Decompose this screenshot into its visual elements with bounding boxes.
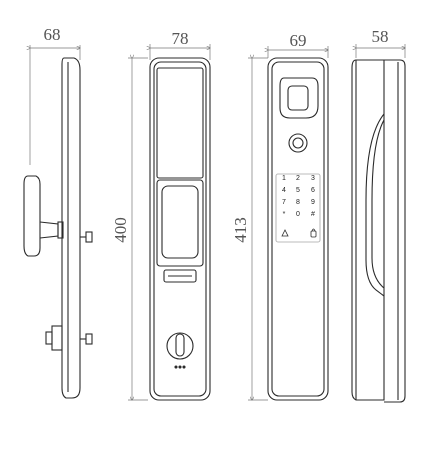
keypad-area [275, 173, 321, 243]
keypad-key: # [311, 211, 315, 218]
keypad-key: 4 [282, 187, 286, 194]
front-top-window [156, 67, 204, 179]
profile-view [351, 44, 406, 403]
profile-handle-curve [365, 113, 385, 297]
lock-shackle-icon [311, 228, 316, 232]
back-height-dimension [248, 58, 268, 400]
lock-icon [310, 230, 317, 238]
keypad-key: 9 [311, 199, 315, 206]
front-height-label: 400 [111, 217, 130, 243]
front-view [128, 44, 210, 400]
back-view [248, 46, 328, 400]
keypad-key: 1 [282, 175, 286, 182]
front-panel-outer [149, 57, 211, 401]
side-spindle-top [85, 231, 93, 243]
front-handle-recess [156, 179, 204, 267]
keypad-key: 5 [296, 187, 300, 194]
side-handle-stem [39, 221, 59, 239]
front-handle [161, 185, 199, 259]
back-width-label: 69 [290, 31, 307, 50]
side-cylinder [51, 325, 63, 351]
side-view [23, 45, 93, 399]
front-led-dot [174, 365, 178, 369]
profile-back-body [384, 59, 406, 403]
front-release-button [163, 269, 197, 283]
profile-front-body [351, 59, 385, 401]
keypad-key: * [283, 211, 286, 218]
side-depth-dimension [30, 45, 80, 165]
keypad-key: 6 [311, 187, 315, 194]
side-spindle-bottom [85, 333, 93, 345]
back-panel-outer [267, 57, 329, 401]
side-depth-label: 68 [44, 25, 61, 44]
keypad-key: 3 [311, 175, 315, 182]
keypad-extra-icons [281, 228, 317, 238]
side-handle-grip [23, 175, 41, 257]
back-width-dimension [268, 46, 328, 58]
bell-icon [281, 229, 289, 237]
keypad-key: 7 [282, 199, 286, 206]
profile-depth-label: 58 [372, 27, 389, 46]
keypad-key: 2 [296, 175, 300, 182]
front-width-label: 78 [172, 29, 189, 48]
keypad-key: 8 [296, 199, 300, 206]
keypad-keys: 1 2 3 4 5 6 7 8 9 * 0 # [282, 175, 315, 218]
face-recognition-camera [279, 77, 319, 119]
fingerprint-sensor [288, 133, 308, 153]
keypad-key: 0 [296, 211, 300, 218]
front-width-dimension [150, 44, 210, 60]
front-height-dimension [128, 58, 148, 400]
front-key-cylinder [166, 332, 194, 360]
back-height-label: 413 [231, 217, 250, 243]
profile-depth-dimension [356, 44, 405, 58]
side-plate [61, 57, 81, 399]
